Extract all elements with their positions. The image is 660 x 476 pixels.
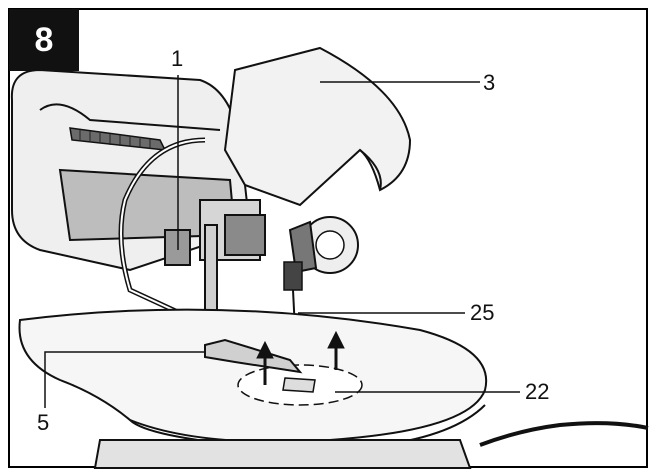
callout-5: 5: [37, 410, 50, 435]
callout-1: 1: [171, 46, 184, 71]
hold-down-foot: [204, 338, 303, 374]
leader-lines: [44, 75, 520, 408]
callout-25: 25: [470, 300, 495, 325]
callout-3: 3: [483, 70, 496, 95]
saw-base: [93, 439, 472, 469]
upward-arrows: [256, 330, 345, 385]
power-cable: [479, 421, 649, 447]
callout-22: 22: [525, 379, 550, 404]
figure-number-badge: 8: [9, 9, 79, 71]
blade-guard: [223, 46, 412, 207]
